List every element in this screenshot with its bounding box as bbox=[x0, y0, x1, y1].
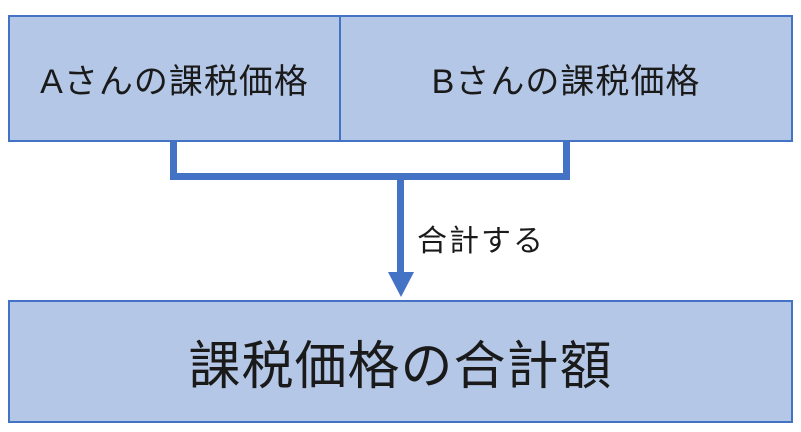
box-taxable-price-a-label: Aさんの課税価格 bbox=[40, 63, 309, 101]
box-taxable-price-b: Bさんの課税価格 bbox=[339, 15, 793, 142]
connector-arrow-stem bbox=[397, 180, 404, 274]
box-taxable-price-b-label: Bさんの課税価格 bbox=[431, 63, 701, 101]
connector-label: 合計する bbox=[417, 225, 545, 258]
box-total-taxable-price: 課税価格の合計額 bbox=[8, 300, 793, 423]
arrow-down-icon bbox=[388, 272, 414, 297]
connector-stub-left bbox=[170, 141, 177, 180]
box-taxable-price-a: Aさんの課税価格 bbox=[8, 15, 341, 142]
connector-horizontal-bar bbox=[170, 173, 570, 180]
connector-stub-right bbox=[563, 141, 570, 180]
box-total-taxable-price-label: 課税価格の合計額 bbox=[188, 338, 613, 396]
